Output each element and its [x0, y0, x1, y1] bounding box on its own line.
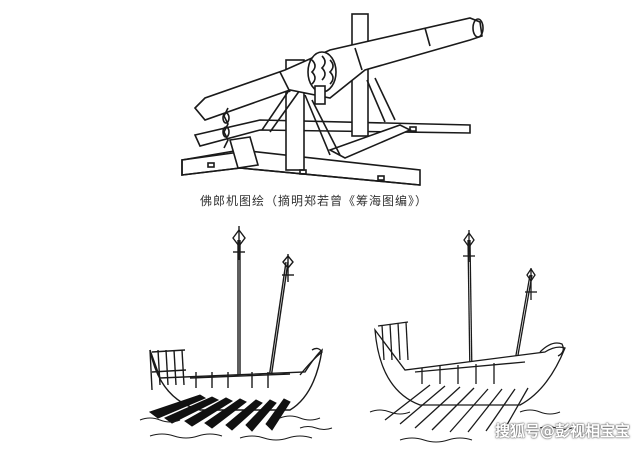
- figure-caption: 佛郎机图绘（摘明郑若曾《筹海图编》）: [200, 194, 429, 208]
- watermark-text: 搜狐号@彭视相宝宝: [494, 422, 630, 440]
